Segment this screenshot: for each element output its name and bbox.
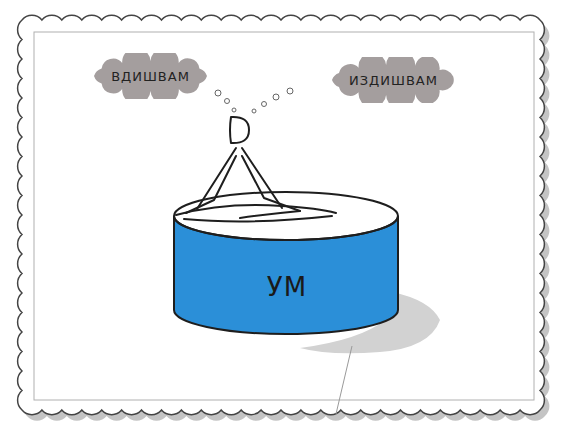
thought-cloud: ВДИШВАМ [85, 53, 216, 99]
inner-frame [34, 32, 534, 400]
leader-line [336, 346, 352, 414]
wavy-frame [18, 15, 545, 414]
thought-dots [215, 88, 293, 113]
cylinder-shape [168, 186, 406, 346]
mind-cylinder: УМ [168, 186, 406, 346]
thought-text: ВДИШВАМ [111, 69, 190, 84]
meditating-figure [176, 117, 336, 221]
thought-cloud: ИЗДИШВАМ [323, 57, 464, 103]
mind-label: УМ [267, 272, 307, 302]
thought-text: ИЗДИШВАМ [349, 73, 438, 88]
